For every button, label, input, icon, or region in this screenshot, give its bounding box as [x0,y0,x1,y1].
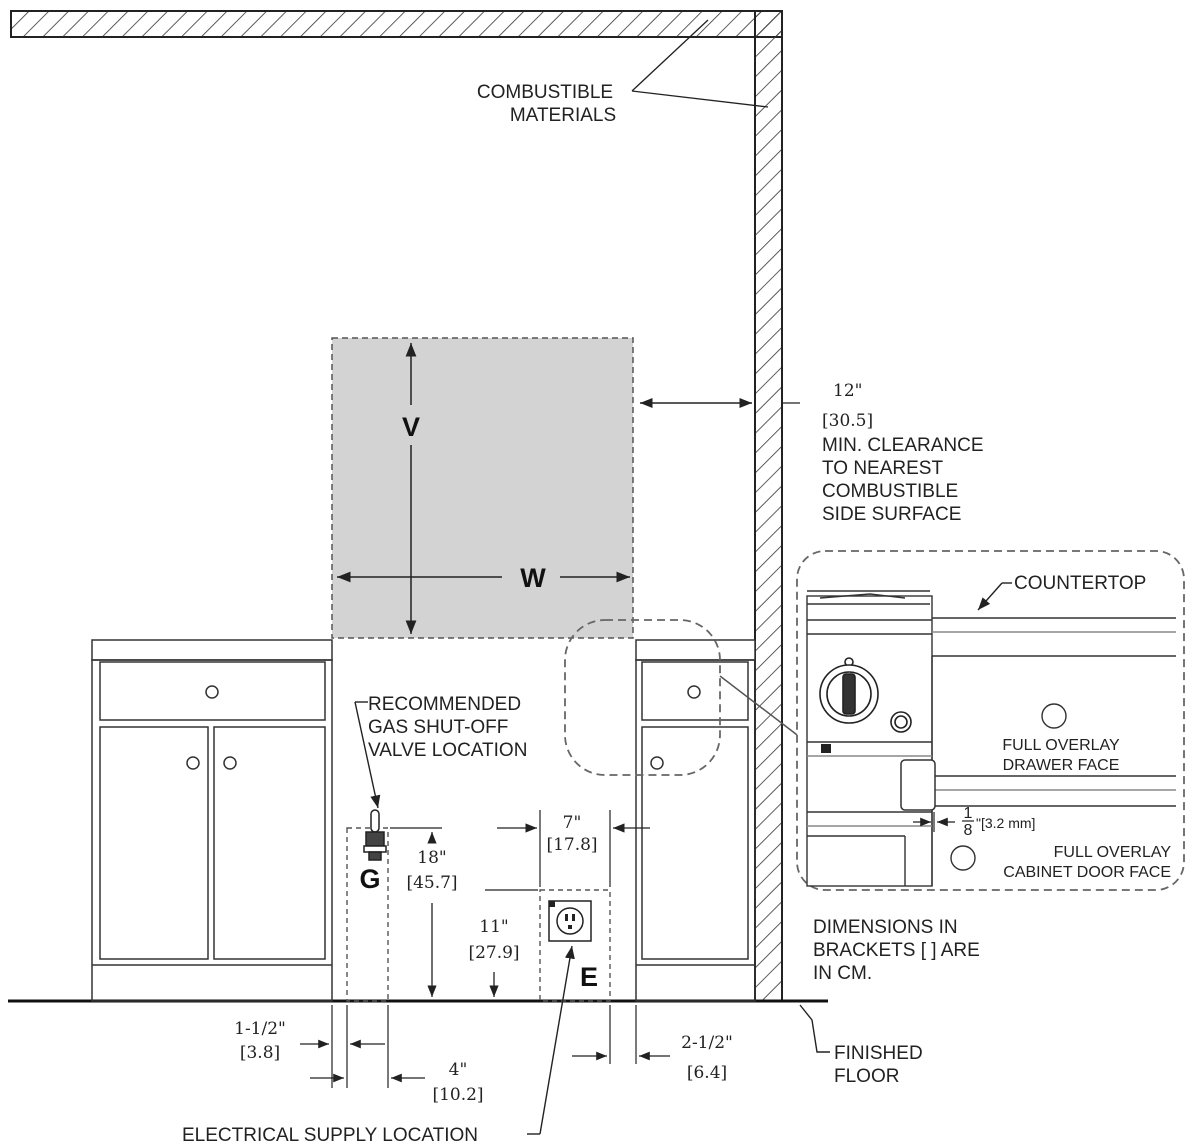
clearance-label-2: TO NEAREST [822,458,943,479]
countertop-label: COUNTERTOP [1014,573,1146,594]
dim-11-in: 11" [479,917,508,937]
g-label: G [359,864,380,894]
dim-18-in: 18" [417,848,446,868]
bottom-dimensions [300,1005,670,1088]
dims-note-3: IN CM. [813,963,872,984]
w-label: W [520,563,546,593]
detail-inset [796,550,1185,891]
clearance-label-1: MIN. CLEARANCE [822,435,984,456]
floor-label-1: FINISHED [834,1043,923,1064]
eighth-mm: "[3.2 mm] [976,815,1035,831]
combustible-label-1: COMBUSTIBLE [477,82,613,103]
drawer-label-2: DRAWER FACE [1003,757,1120,774]
gas-zone [346,701,389,1002]
dim-18-cm: [45.7] [406,873,457,893]
drawer-label-1: FULL OVERLAY [1002,737,1120,754]
gas-valve-icon [363,809,387,861]
electrical-zone [539,889,611,1002]
clearance-zone [331,337,634,639]
dim-7-cm: [17.8] [546,835,597,855]
control-knob-icon [819,657,912,733]
dim-1-5-in: 1-1/2" [234,1019,286,1039]
gas-label-2: GAS SHUT-OFF [368,717,508,738]
floor-label-2: FLOOR [834,1066,899,1087]
door-label-2: CABINET DOOR FACE [1003,864,1171,881]
gas-label-3: VALVE LOCATION [368,740,527,761]
v-label: V [402,412,420,442]
clearance-in: 12" [833,381,862,401]
dim-7-in: 7" [563,813,582,833]
clearance-cm: [30.5] [822,411,873,431]
dim-2-5-cm: [6.4] [687,1063,727,1083]
e-label: E [580,962,598,992]
dim-2-5-in: 2-1/2" [681,1033,733,1053]
dim-4-in: 4" [449,1060,468,1080]
electrical-label: ELECTRICAL SUPPLY LOCATION [182,1125,478,1146]
right-cabinet [635,639,756,1002]
dims-note-1: DIMENSIONS IN [813,917,958,938]
eighth-num: 1 [964,805,973,822]
dim-1-5-cm: [3.8] [240,1043,280,1063]
left-cabinet [91,639,333,1002]
dim-11-cm: [27.9] [468,943,519,963]
outlet-icon [548,900,592,942]
combustible-label-2: MATERIALS [510,105,616,126]
gas-label-1: RECOMMENDED [368,694,521,715]
clearance-label-3: COMBUSTIBLE [822,481,958,502]
clearance-label-4: SIDE SURFACE [822,504,961,525]
eighth-den: 8 [964,822,973,839]
dim-4-cm: [10.2] [432,1085,483,1105]
door-label-1: FULL OVERLAY [1054,844,1172,861]
detail-callout [564,619,721,776]
dims-note-2: BRACKETS [ ] ARE [813,940,980,961]
combustible-wall [10,10,783,1002]
